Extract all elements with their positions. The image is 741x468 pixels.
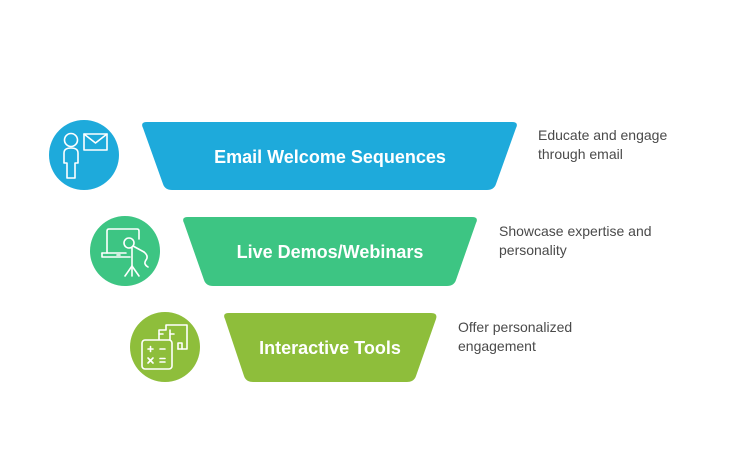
stage-3-band — [224, 313, 437, 382]
person-envelope-icon — [63, 132, 108, 179]
funnel-stage-2: Live Demos/Webinars — [90, 216, 477, 286]
stage-1-icon-circle — [49, 120, 119, 190]
stage-2-band — [183, 217, 477, 286]
calculator-document-icon — [141, 324, 188, 370]
stage-3-icon-circle — [130, 312, 200, 382]
stage-1-band — [142, 122, 517, 190]
funnel-stage-3: Interactive Tools — [130, 312, 437, 382]
stage-2-title: Live Demos/Webinars — [237, 242, 424, 262]
stage-1-title: Email Welcome Sequences — [214, 147, 446, 167]
stage-1-description-line-1: Educate and engage — [538, 127, 668, 143]
stage-3-description-line-2: engagement — [458, 338, 536, 354]
stage-1-description-line-2: through email — [538, 146, 623, 162]
stage-2-description: Showcase expertise and personality — [499, 222, 652, 260]
stage-3-title: Interactive Tools — [259, 338, 401, 358]
stage-1-description: Educate and engage through email — [538, 126, 667, 164]
stage-3-description: Offer personalized engagement — [458, 318, 572, 356]
stage-3-description-line-1: Offer personalized — [458, 319, 573, 335]
funnel-stage-1: Email Welcome Sequences — [49, 120, 517, 190]
stage-2-description-line-1: Showcase expertise and — [499, 223, 652, 239]
laptop-microphone-icon — [101, 228, 149, 277]
stage-2-description-line-2: personality — [499, 242, 567, 258]
